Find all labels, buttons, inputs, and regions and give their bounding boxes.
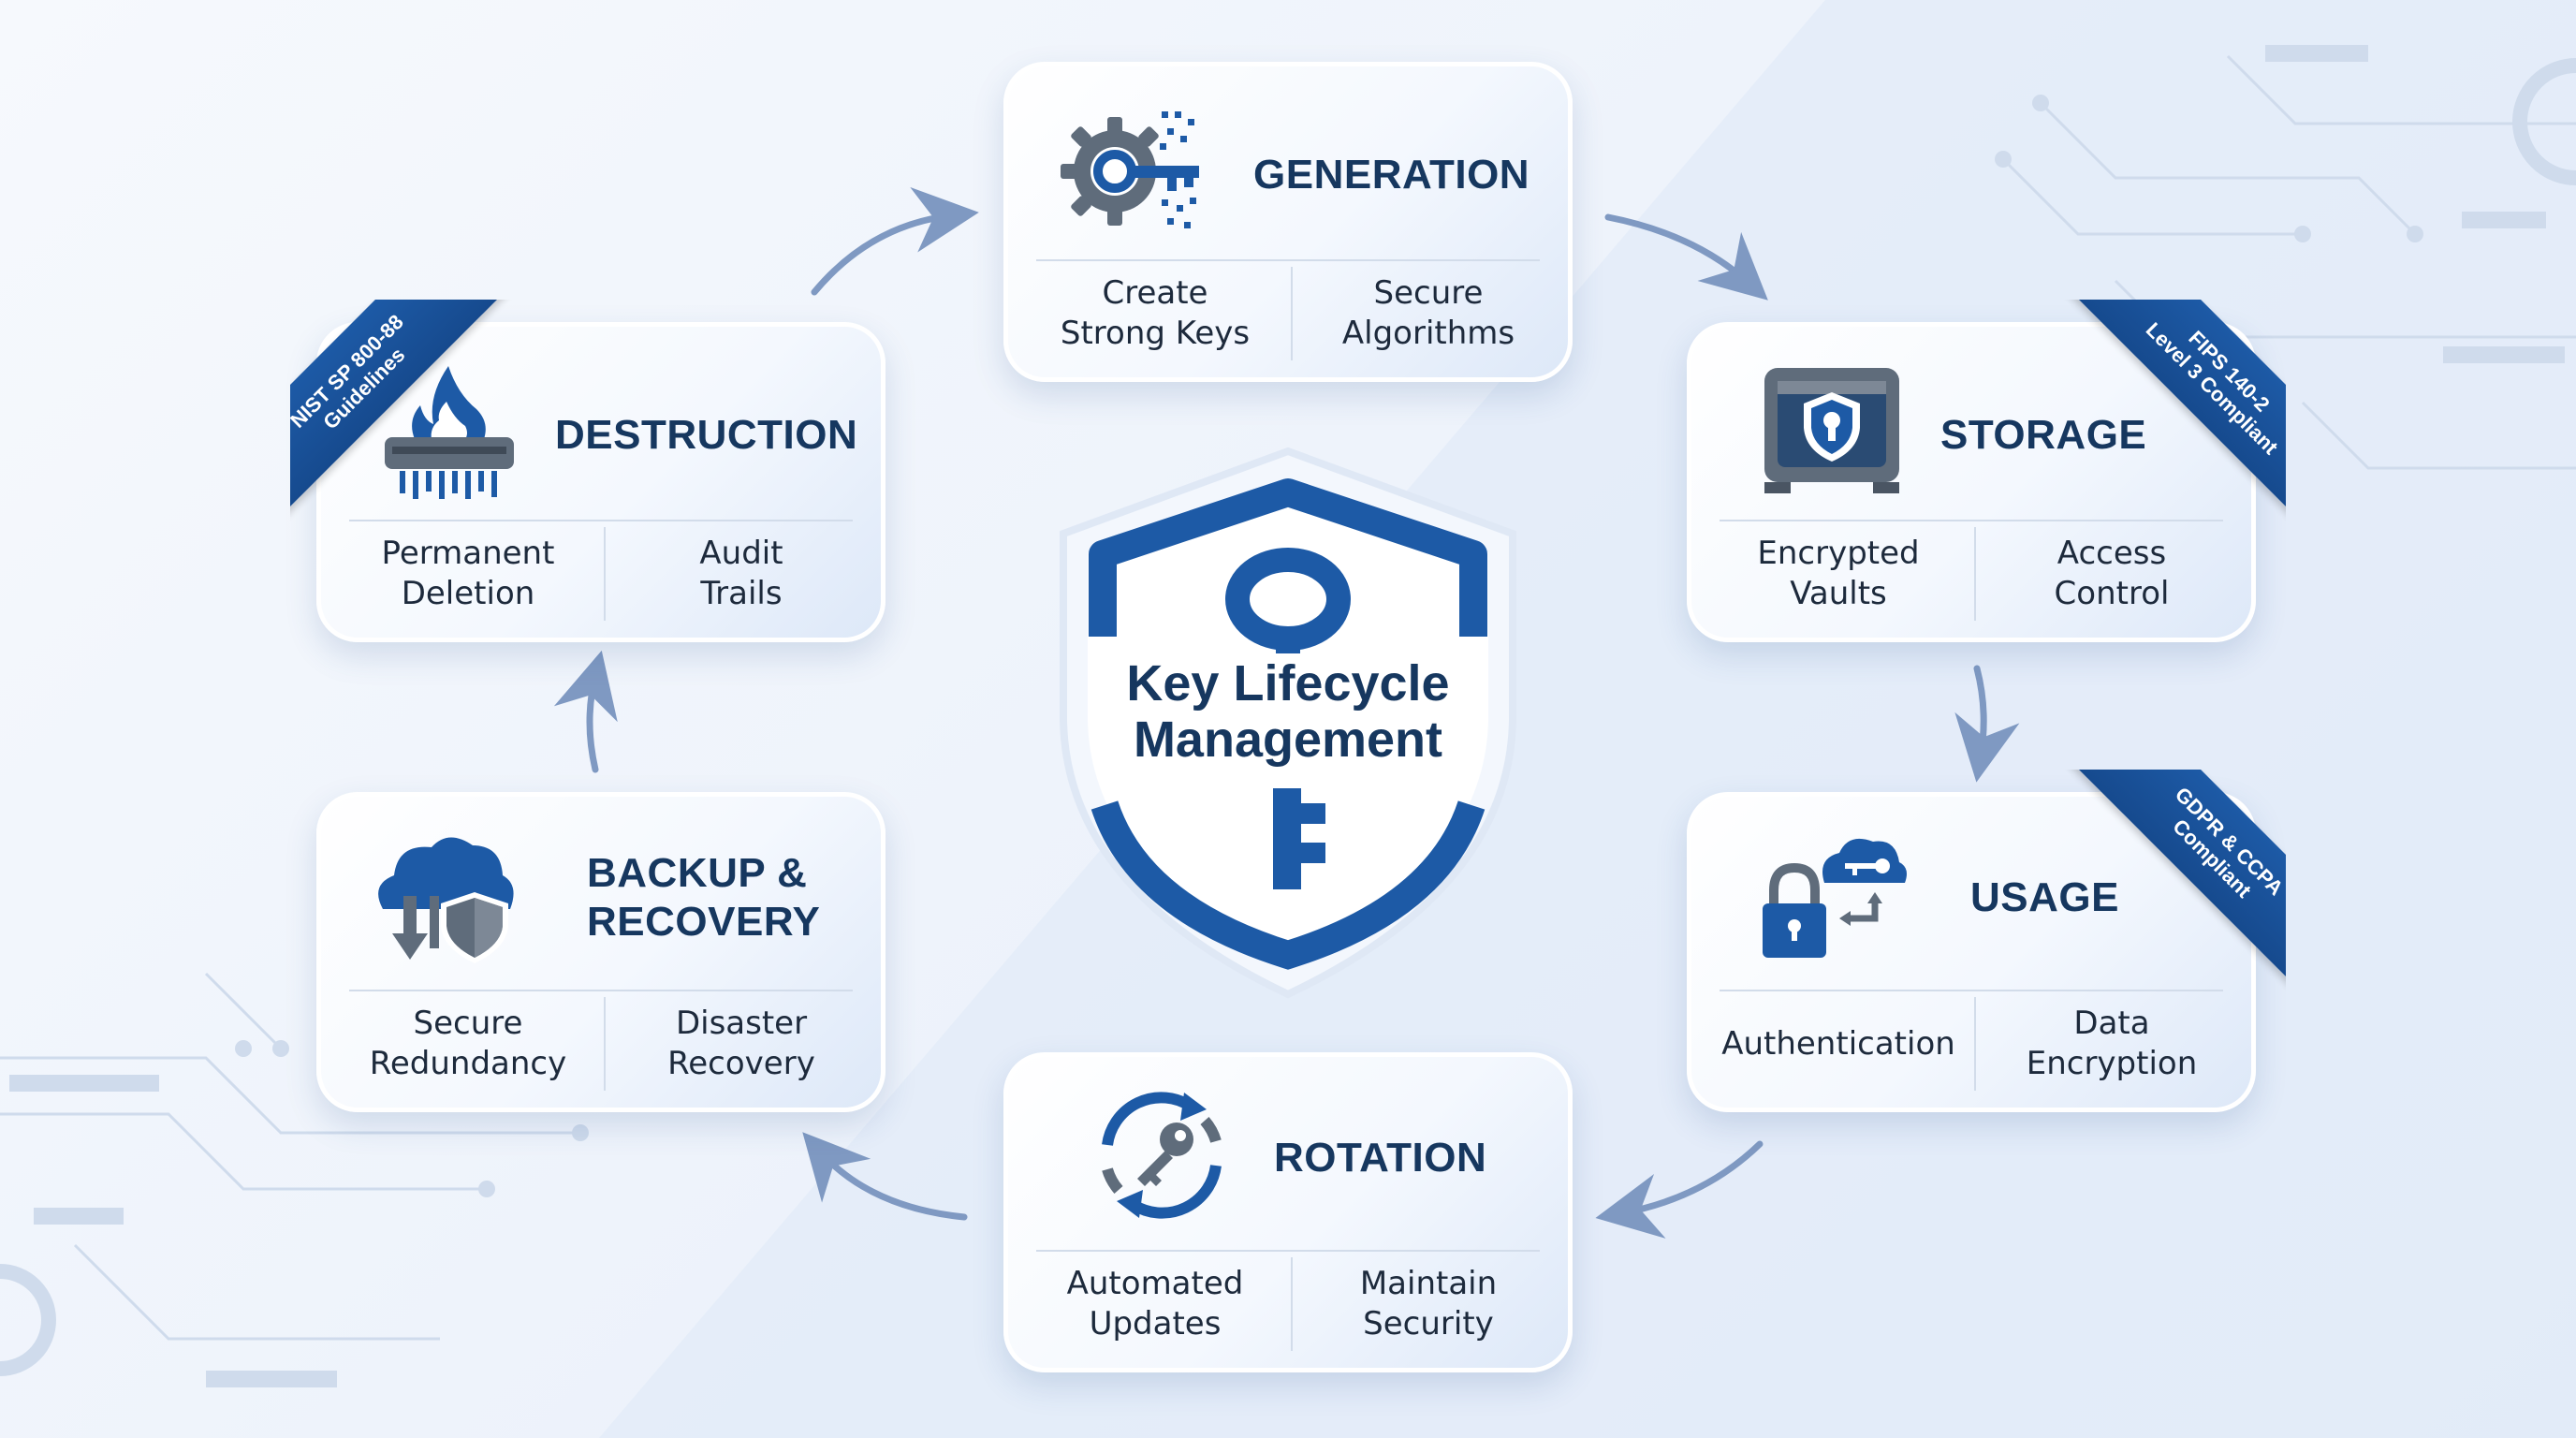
arrow-usage-to-rotation xyxy=(1595,1140,1764,1239)
stage-point: Encrypted Vaults xyxy=(1757,535,1920,612)
stage-title: BACKUP & RECOVERY xyxy=(587,850,821,945)
shield-key-bit-icon xyxy=(1273,788,1325,889)
stage-card-usage: USAGE Authentication Data Encryption xyxy=(1687,792,2256,1112)
stage-point: Automated Updates xyxy=(1066,1265,1244,1343)
stage-title: GENERATION xyxy=(1253,152,1530,198)
stage-point: Data Encryption xyxy=(2026,1005,2198,1082)
lock-cloud-key-icon xyxy=(1759,825,1909,965)
stage-title: DESTRUCTION xyxy=(555,412,858,458)
stage-point: Create Strong Keys xyxy=(1060,274,1251,352)
stage-title: ROTATION xyxy=(1274,1135,1487,1181)
stage-card-storage: STORAGE Encrypted Vaults Access Control xyxy=(1687,322,2256,642)
stage-point: Permanent Deletion xyxy=(381,535,555,612)
central-shield-graphic xyxy=(1048,440,1528,1002)
divider xyxy=(1291,267,1293,360)
stage-point: Secure Algorithms xyxy=(1341,274,1515,352)
rotation-key-icon xyxy=(1087,1085,1237,1225)
divider xyxy=(1974,527,1976,621)
arrow-rotation-to-backup xyxy=(802,1132,968,1221)
divider xyxy=(349,520,853,521)
arrow-destruction-to-generation xyxy=(811,186,979,296)
stage-card-destruction: DESTRUCTION Permanent Deletion Audit Tra… xyxy=(316,322,886,642)
stage-point: Access Control xyxy=(2054,535,2170,612)
gear-key-icon xyxy=(1057,102,1207,242)
stage-title: STORAGE xyxy=(1940,412,2147,458)
divider xyxy=(604,527,606,621)
cloud-download-shield-icon xyxy=(370,829,520,969)
stage-card-generation: GENERATION Create Strong Keys Secure Alg… xyxy=(1003,62,1573,382)
center-title: Key Lifecycle Management xyxy=(1126,655,1450,768)
stage-title: USAGE xyxy=(1970,874,2119,920)
stage-point: Authentication xyxy=(1721,1024,1955,1063)
divider xyxy=(1036,259,1540,261)
divider xyxy=(1291,1257,1293,1351)
arrow-generation-to-storage xyxy=(1604,213,1768,301)
stage-card-rotation: ROTATION Automated Updates Maintain Secu… xyxy=(1003,1052,1573,1372)
divider xyxy=(604,997,606,1091)
stage-point: Secure Redundancy xyxy=(369,1005,567,1082)
divider xyxy=(349,990,853,991)
stage-point: Audit Trails xyxy=(699,535,783,612)
vault-shield-icon xyxy=(1757,360,1907,501)
arrow-storage-to-usage xyxy=(1954,665,2020,783)
divider xyxy=(1720,990,2223,991)
arrow-backup-to-destruction xyxy=(553,650,618,773)
stage-point: Maintain Security xyxy=(1359,1265,1498,1343)
divider xyxy=(1036,1250,1540,1252)
stage-card-backup-recovery: BACKUP & RECOVERY Secure Redundancy Disa… xyxy=(316,792,886,1112)
divider xyxy=(1720,520,2223,521)
divider xyxy=(1974,997,1976,1091)
flame-shredder-icon xyxy=(379,360,529,501)
stage-point: Disaster Recovery xyxy=(667,1005,815,1082)
